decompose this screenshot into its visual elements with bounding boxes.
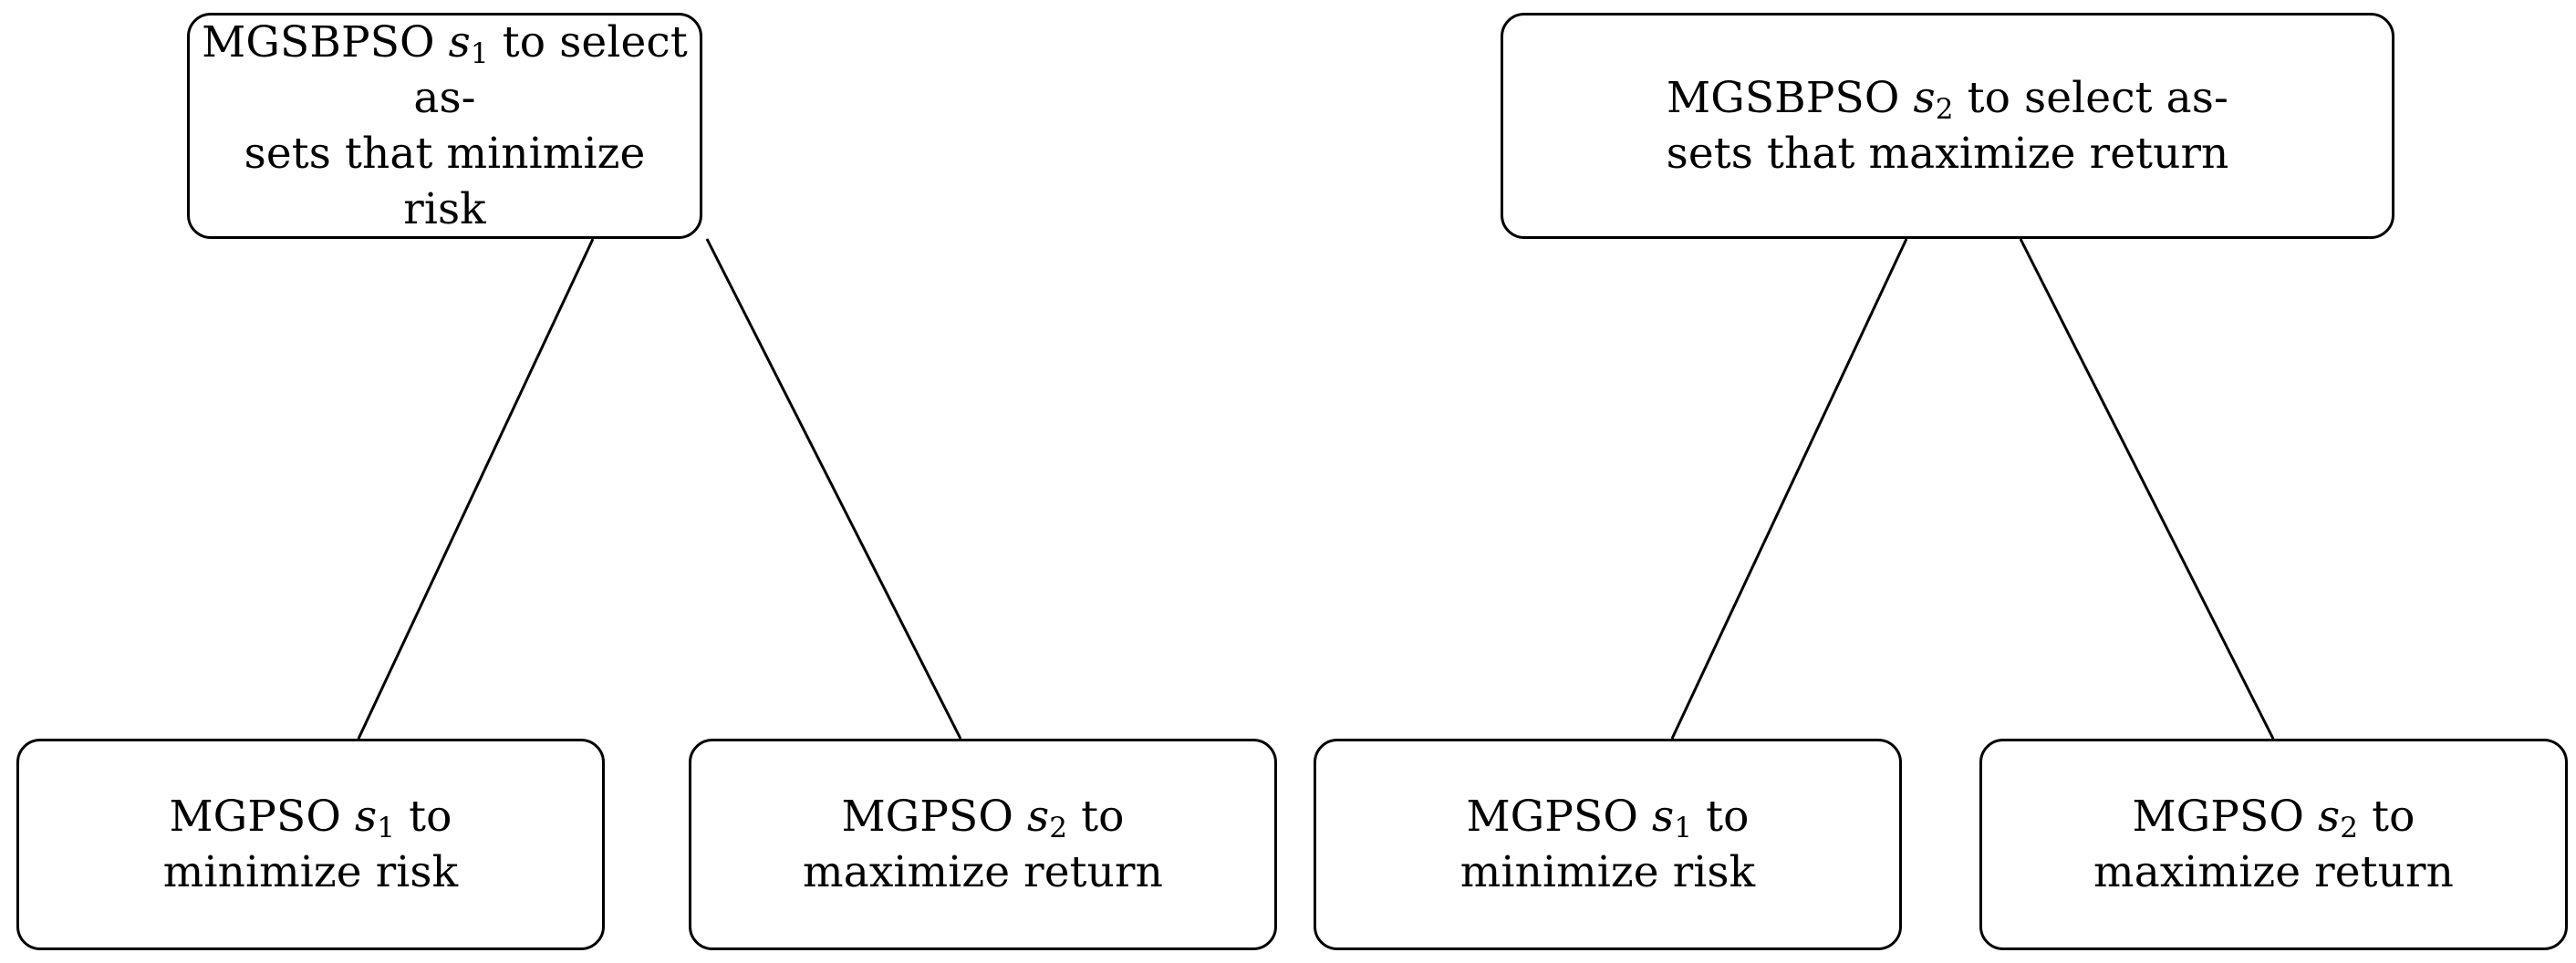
node-mgsbpso-s1-label: MGSBPSO s1 to select as-sets that minimi… bbox=[202, 16, 688, 235]
node-mgsbpso-s2-label: MGSBPSO s2 to select as-sets that maximi… bbox=[1666, 72, 2229, 179]
node-mgsbpso-s2[interactable]: MGSBPSO s2 to select as-sets that maximi… bbox=[1501, 13, 2394, 239]
node-mgsbpso-s1[interactable]: MGSBPSO s1 to select as-sets that minimi… bbox=[187, 13, 702, 239]
edge-top-left-to-bottom-2 bbox=[705, 238, 962, 740]
symbol-s1: s1 bbox=[355, 791, 396, 844]
edge-top-right-to-bottom-4 bbox=[2019, 238, 2275, 740]
symbol-s1: s1 bbox=[1652, 791, 1693, 844]
symbol-s1: s1 bbox=[448, 16, 489, 70]
symbol-s2: s2 bbox=[1913, 72, 1954, 126]
symbol-s2: s2 bbox=[1027, 791, 1068, 844]
edge-top-left-to-bottom-1 bbox=[357, 238, 595, 740]
symbol-s2: s2 bbox=[2318, 791, 2359, 844]
edge-top-right-to-bottom-3 bbox=[1670, 238, 1908, 740]
